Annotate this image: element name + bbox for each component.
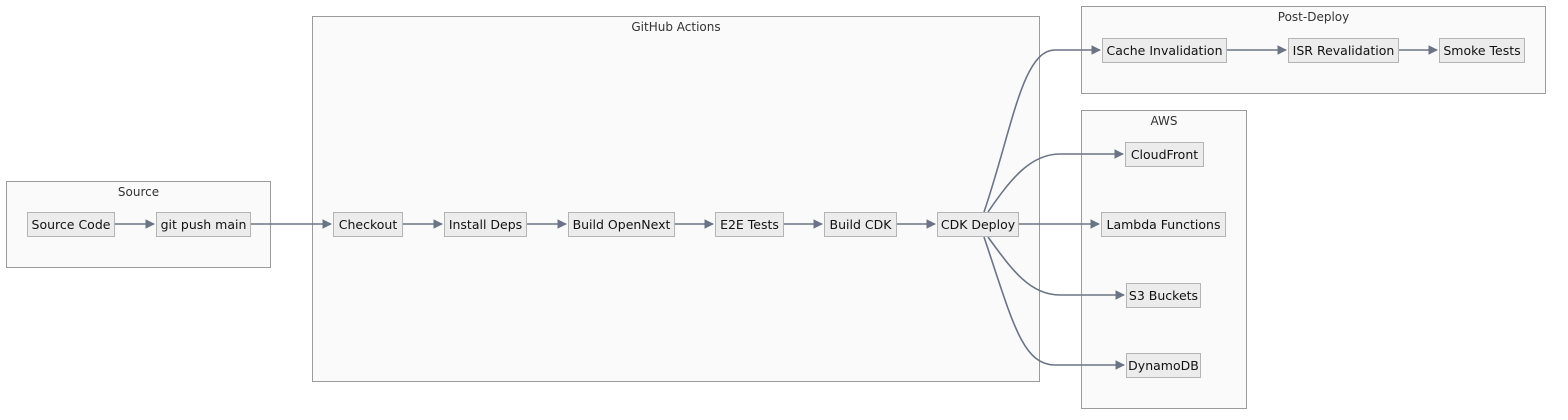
edge-cdk-deploy-to-s3-buckets	[987, 236, 1125, 300]
node-lambda-functions: Lambda Functions	[1101, 212, 1226, 237]
cluster-github-actions-title: GitHub Actions	[631, 20, 721, 34]
node-s3-buckets: S3 Buckets	[1126, 283, 1201, 308]
node-checkout: Checkout	[333, 212, 403, 237]
cluster-post-deploy-title: Post-Deploy	[1277, 10, 1350, 24]
node-smoke-tests: Smoke Tests	[1439, 38, 1525, 63]
node-isr-revalidation: ISR Revalidation	[1288, 38, 1399, 63]
cluster-source-title: Source	[117, 185, 160, 199]
edge-cdk-deploy-to-cloudfront	[987, 149, 1124, 213]
node-cdk-deploy: CDK Deploy	[937, 212, 1019, 237]
node-source-code: Source Code	[27, 212, 115, 237]
node-dynamodb: DynamoDB	[1126, 353, 1201, 378]
node-e2e-tests: E2E Tests	[715, 212, 784, 237]
node-cloudfront: CloudFront	[1125, 142, 1204, 167]
cluster-aws-title: AWS	[1150, 114, 1178, 128]
node-build-cdk: Build CDK	[824, 212, 897, 237]
edge-cdk-deploy-to-dynamodb	[983, 236, 1125, 370]
edge-cdk-deploy-to-cache-invalidation	[983, 45, 1101, 213]
node-cache-invalidation: Cache Invalidation	[1102, 38, 1227, 63]
node-git-push-main: git push main	[156, 212, 251, 237]
node-build-opennext: Build OpenNext	[568, 212, 675, 237]
cluster-github-actions: GitHub Actions	[312, 16, 1040, 382]
node-install-deps: Install Deps	[444, 212, 527, 237]
